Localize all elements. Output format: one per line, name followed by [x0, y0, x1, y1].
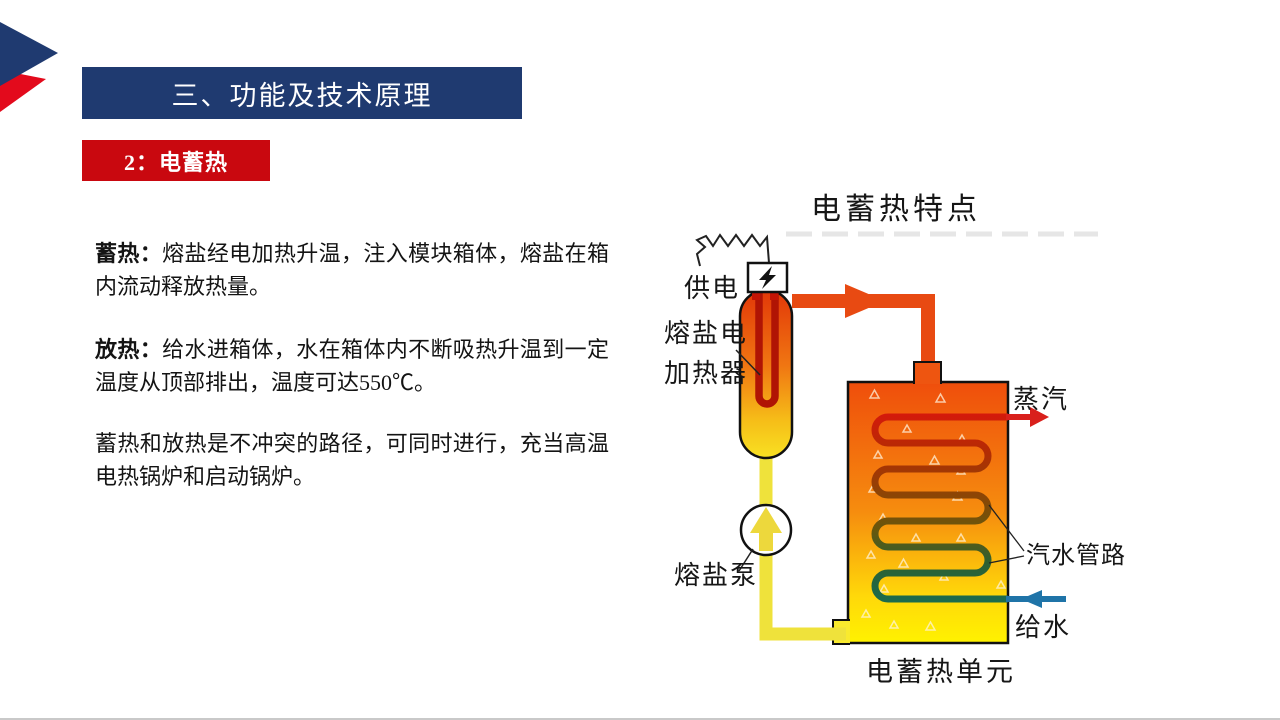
label-pump: 熔盐泵 — [674, 561, 758, 590]
red-chevron-icon — [0, 70, 46, 112]
corner-decoration — [0, 22, 58, 112]
flow-arrow-right-icon — [845, 284, 885, 318]
paragraph-lead: 放热： — [95, 337, 163, 362]
pointer-line-coil-2 — [988, 555, 1025, 564]
electrode-stub — [770, 289, 778, 300]
section-header-title: 三、功能及技术原理 — [171, 80, 433, 111]
label-storage-unit: 电蓄热单元 — [866, 657, 1016, 687]
power-cable-icon — [695, 233, 770, 267]
body-text: 蓄热：熔盐经电加热升温，注入模块箱体，熔盐在箱内流动释放热量。 放热：给水进箱体… — [95, 237, 609, 493]
label-steam-water-pipe: 汽水管路 — [1026, 542, 1126, 569]
paragraph-note: 蓄热和放热是不冲突的路径，可同时进行，充当高温电热锅炉和启动锅炉。 — [95, 427, 609, 493]
label-feedwater: 给水 — [1015, 613, 1071, 642]
label-heater-line2: 加热器 — [664, 359, 748, 388]
paragraph-text: 给水进箱体，水在箱体内不断吸热升温到一定温度从顶部排出，温度可达550℃。 — [95, 337, 609, 395]
pump-arrow-up-icon — [750, 507, 782, 533]
blue-chevron-icon — [0, 22, 58, 86]
steam-water-coil — [871, 413, 1008, 603]
feedwater-arrow-icon — [1021, 590, 1042, 608]
lightning-icon — [759, 266, 776, 289]
topic-badge: 2：电蓄热 — [82, 140, 270, 181]
heater-element — [755, 292, 779, 408]
topic-badge-label: 2：电蓄热 — [123, 149, 228, 175]
paragraph-lead: 蓄热： — [95, 241, 163, 266]
steam-arrow-icon — [1030, 407, 1049, 427]
label-heater-line1: 熔盐电 — [664, 319, 748, 348]
label-steam: 蒸汽 — [1013, 385, 1069, 414]
heat-storage-diagram: 电蓄热特点 — [664, 193, 1126, 687]
paragraph-text: 熔盐经电加热升温，注入模块箱体，熔盐在箱内流动释放热量。 — [95, 241, 609, 299]
paragraph-heat-release: 放热：给水进箱体，水在箱体内不断吸热升温到一定温度从顶部排出，温度可达550℃。 — [95, 333, 609, 399]
tank-top-inlet — [913, 361, 942, 384]
electrode-stub — [752, 289, 760, 300]
section-header: 三、功能及技术原理 — [82, 67, 522, 119]
pointer-line-coil-1 — [988, 504, 1025, 552]
tank-texture-triangles — [860, 388, 1007, 631]
pointer-line-pump — [738, 548, 754, 572]
paragraph-text: 蓄热和放热是不冲突的路径，可同时进行，充当高温电热锅炉和启动锅炉。 — [95, 431, 609, 489]
label-power-supply: 供电 — [684, 274, 740, 303]
paragraph-heat-storage: 蓄热：熔盐经电加热升温，注入模块箱体，熔盐在箱内流动释放热量。 — [95, 237, 609, 303]
diagram-title: 电蓄热特点 — [811, 193, 981, 226]
pump-arrow-stem — [759, 533, 773, 551]
hot-salt-pipe — [792, 294, 935, 366]
pointer-line-heater — [735, 349, 761, 376]
